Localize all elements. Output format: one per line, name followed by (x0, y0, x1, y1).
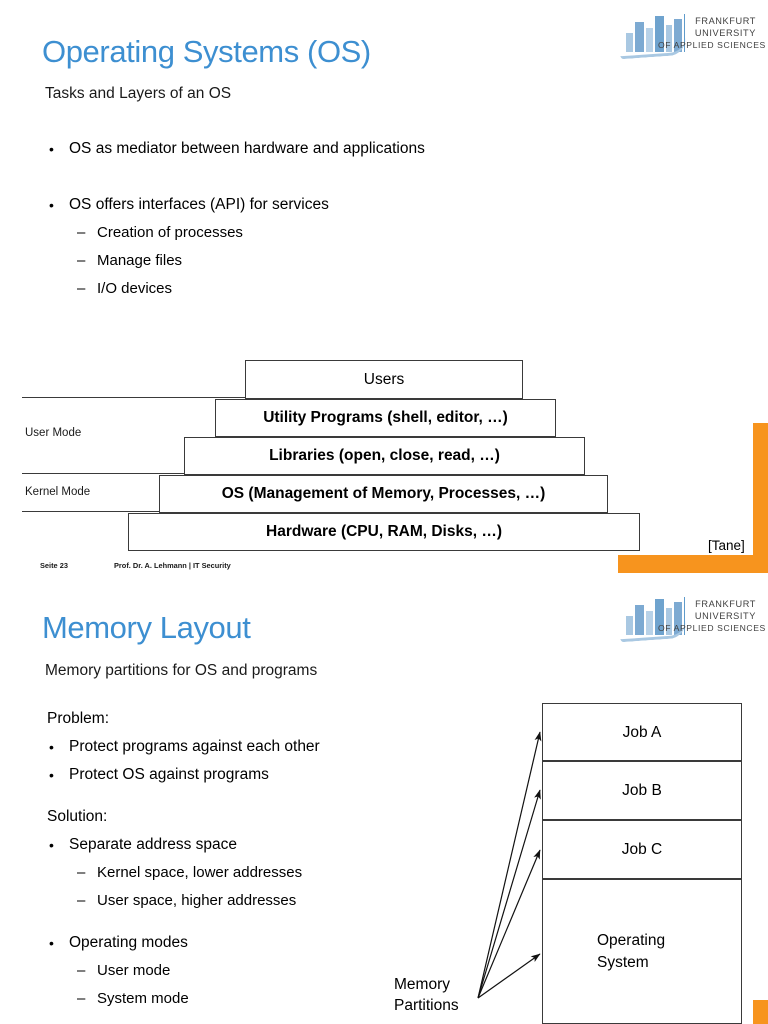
bullet-list: Problem: Protect programs against each o… (45, 705, 515, 1013)
accent-bar-vertical (753, 1000, 768, 1024)
layer-box-hardware: Hardware (CPU, RAM, Disks, …) (128, 513, 640, 551)
page-title: Operating Systems (OS) (42, 34, 371, 69)
logo-line-1: FRANKFURT (695, 599, 756, 609)
university-logo: FRANKFURT UNIVERSITY OF APPLIED SCIENCES (618, 595, 766, 647)
memory-box-operating-system: Operating System (542, 879, 742, 1024)
logo-line-3: OF APPLIED SCIENCES (658, 623, 766, 633)
layer-box-libraries: Libraries (open, close, read, …) (184, 437, 585, 475)
layer-box-users: Users (245, 360, 523, 399)
page-subtitle: Tasks and Layers of an OS (45, 85, 232, 102)
list-item-heading: Solution: (47, 808, 108, 825)
memory-box-job-c: Job C (542, 820, 742, 879)
list-item: Operating modes (45, 929, 515, 957)
layer-box-utility-programs: Utility Programs (shell, editor, …) (215, 399, 556, 437)
list-item: User space, higher addresses (45, 887, 515, 915)
label-kernel-mode: Kernel Mode (25, 486, 91, 498)
slide-memory-layout: FRANKFURT UNIVERSITY OF APPLIED SCIENCES… (0, 580, 768, 1024)
callout-label-line-1: Memory (394, 976, 450, 993)
list-item: System mode (45, 985, 515, 1013)
logo-bars-icon (626, 16, 684, 52)
callout-arrows (477, 731, 542, 999)
list-item: I/O devices (45, 275, 605, 303)
logo-bars-icon (626, 599, 684, 635)
kernel-mode-bottom-rule (22, 511, 277, 512)
spacer (45, 163, 605, 191)
page-subtitle: Memory partitions for OS and programs (45, 662, 318, 679)
source-citation: [Tane] (708, 538, 745, 553)
layer-box-os: OS (Management of Memory, Processes, …) (159, 475, 608, 513)
list-item: Creation of processes (45, 219, 605, 247)
memory-box-job-b: Job B (542, 761, 742, 820)
logo-line-2: UNIVERSITY (694, 28, 756, 38)
list-item: Protect programs against each other (45, 733, 515, 761)
bullet-list: OS as mediator between hardware and appl… (45, 135, 605, 303)
accent-bar-vertical (753, 423, 768, 560)
university-logo: FRANKFURT UNIVERSITY OF APPLIED SCIENCES (618, 12, 766, 64)
user-mode-top-rule (22, 397, 447, 398)
page-title: Memory Layout (42, 610, 251, 645)
logo-divider (684, 597, 685, 635)
slide-operating-systems: FRANKFURT UNIVERSITY OF APPLIED SCIENCES… (0, 0, 768, 580)
logo-divider (684, 14, 685, 52)
list-item: OS as mediator between hardware and appl… (45, 135, 605, 163)
list-item: OS offers interfaces (API) for services (45, 191, 605, 219)
list-item: Protect OS against programs (45, 761, 515, 789)
list-item: Separate address space (45, 831, 515, 859)
list-item-heading: Problem: (47, 710, 110, 727)
logo-line-3: OF APPLIED SCIENCES (658, 40, 766, 50)
callout-label-line-2: Partitions (394, 997, 459, 1014)
list-item: Manage files (45, 247, 605, 275)
footer-page-number: Seite 23 (40, 561, 68, 570)
label-user-mode: User Mode (25, 427, 82, 439)
accent-bar-horizontal (618, 555, 768, 573)
memory-box-job-a: Job A (542, 703, 742, 761)
memory-box-os-label: Operating System (597, 931, 666, 971)
list-item: User mode (45, 957, 515, 985)
footer-author: Prof. Dr. A. Lehmann | IT Security (114, 561, 231, 570)
logo-line-1: FRANKFURT (695, 16, 756, 26)
logo-line-2: UNIVERSITY (694, 611, 756, 621)
list-item: Kernel space, lower addresses (45, 859, 515, 887)
